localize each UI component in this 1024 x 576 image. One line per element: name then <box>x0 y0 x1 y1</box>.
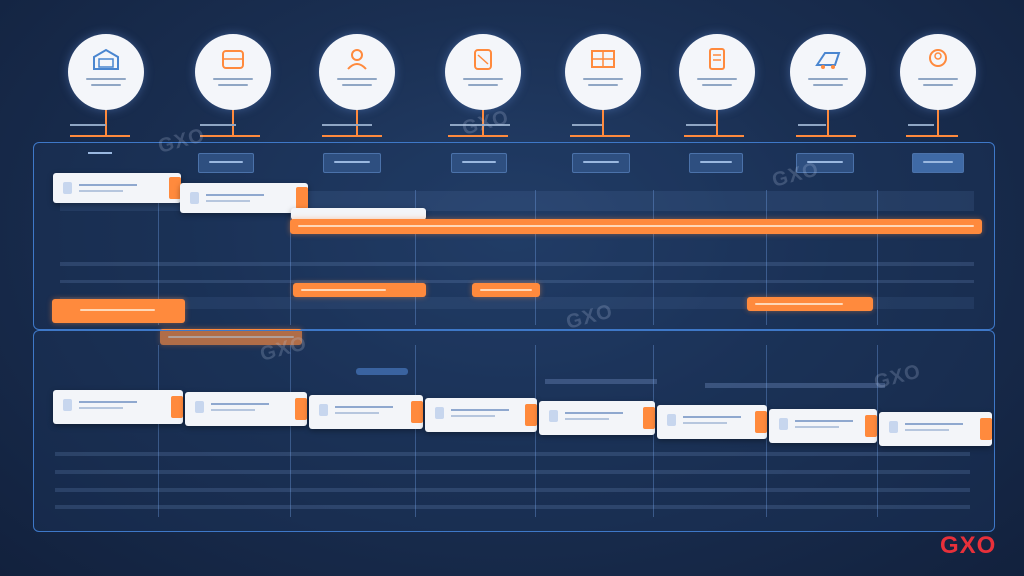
stage-3-caption <box>322 124 372 126</box>
stage-5-circle[interactable] <box>565 34 641 110</box>
package-icon <box>222 50 244 69</box>
task-card[interactable] <box>53 390 183 424</box>
stage-6-caption <box>686 124 716 126</box>
timeline-bar[interactable] <box>290 219 982 234</box>
column-header-2[interactable] <box>198 153 254 173</box>
column-header-5[interactable] <box>572 153 630 173</box>
shelves-icon <box>591 50 615 68</box>
task-card[interactable] <box>769 409 877 443</box>
timeline-bar[interactable] <box>52 299 185 323</box>
timeline-bar[interactable] <box>293 283 426 297</box>
stage-5-connector <box>602 110 604 136</box>
stage-7-circle[interactable] <box>790 34 866 110</box>
stage-7-connector <box>827 110 829 136</box>
person-icon <box>347 49 367 70</box>
timeline-bar[interactable] <box>472 283 540 297</box>
task-card[interactable] <box>425 398 537 432</box>
row-header-label <box>88 152 112 154</box>
truck-icon <box>815 52 841 69</box>
stage-4-circle[interactable] <box>445 34 521 110</box>
column-header-7[interactable] <box>796 153 854 173</box>
user-check-icon <box>929 49 947 67</box>
stage-8-caption <box>908 124 934 126</box>
task-card[interactable] <box>185 392 307 426</box>
stage-3-connector <box>356 110 358 136</box>
column-header-6[interactable] <box>689 153 743 173</box>
stage-2-connector <box>232 110 234 136</box>
timeline-bar[interactable] <box>747 297 873 311</box>
task-card[interactable] <box>539 401 655 435</box>
stage-4-connector <box>482 110 484 136</box>
stage-1-circle[interactable] <box>68 34 144 110</box>
task-card[interactable] <box>291 208 426 220</box>
stage-1-caption <box>70 124 106 126</box>
stage-8-circle[interactable] <box>900 34 976 110</box>
stage-4-caption <box>450 124 510 126</box>
task-card[interactable] <box>879 412 992 446</box>
scanner-icon <box>474 49 492 70</box>
task-card[interactable] <box>180 183 308 213</box>
stage-2-caption <box>200 124 236 126</box>
task-card[interactable] <box>657 405 767 439</box>
stage-5-caption <box>572 124 602 126</box>
stage-3-circle[interactable] <box>319 34 395 110</box>
stage-7-caption <box>798 124 826 126</box>
task-card[interactable] <box>309 395 423 429</box>
stage-6-connector <box>716 110 718 136</box>
column-header-8[interactable] <box>912 153 964 173</box>
document-icon <box>709 48 725 70</box>
timeline-bar[interactable] <box>160 329 302 345</box>
warehouse-icon <box>93 48 119 70</box>
stage-2-circle[interactable] <box>195 34 271 110</box>
stage-8-connector <box>937 110 939 136</box>
task-card[interactable] <box>53 173 181 203</box>
column-header-3[interactable] <box>323 153 381 173</box>
brand-logo: GXO <box>940 532 997 559</box>
stage-6-circle[interactable] <box>679 34 755 110</box>
stage-1-connector <box>105 110 107 136</box>
column-header-4[interactable] <box>451 153 507 173</box>
